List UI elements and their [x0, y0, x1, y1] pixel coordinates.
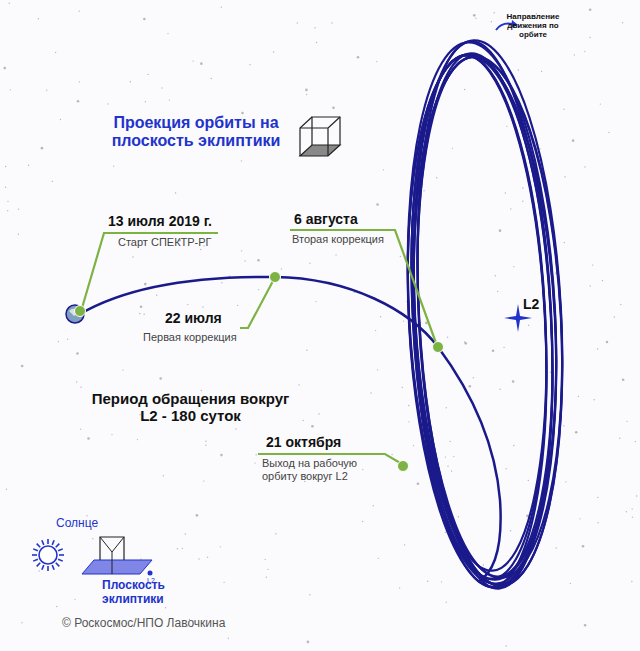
projection-icon [300, 117, 340, 156]
diagram-title: Проекция орбиты на плоскость эклиптики [96, 114, 296, 151]
date-label: 13 июля 2019 г. [108, 213, 212, 229]
point-name: L2 [523, 296, 539, 312]
date-label: 22 июля [165, 310, 222, 326]
event-dots [75, 272, 444, 472]
event-note: Первая коррекция [143, 331, 237, 344]
ecliptic-plane-icon [82, 537, 153, 576]
direction-note: Направление движения по орбите [500, 12, 566, 40]
legend-label: Солнце [56, 517, 98, 531]
event-note: Старт СПЕКТР-РГ [118, 236, 212, 249]
star-field [3, 3, 637, 647]
event-note: Вторая коррекция [292, 233, 384, 246]
legend-label: Плоскость эклиптики [102, 579, 182, 607]
date-label: 21 октября [266, 434, 341, 450]
transfer-trajectory [80, 277, 501, 582]
leader-lines [82, 230, 436, 464]
copyright-note: © Роскосмос/НПО Лавочкина [62, 617, 225, 631]
event-note: Выход на рабочую орбиту вокруг L2 [262, 457, 380, 482]
halo-orbit [395, 37, 575, 593]
date-label: 6 августа [294, 211, 358, 227]
period-note: Период обращения вокруг L2 - 180 суток [88, 390, 293, 425]
sun-icon [32, 539, 64, 571]
